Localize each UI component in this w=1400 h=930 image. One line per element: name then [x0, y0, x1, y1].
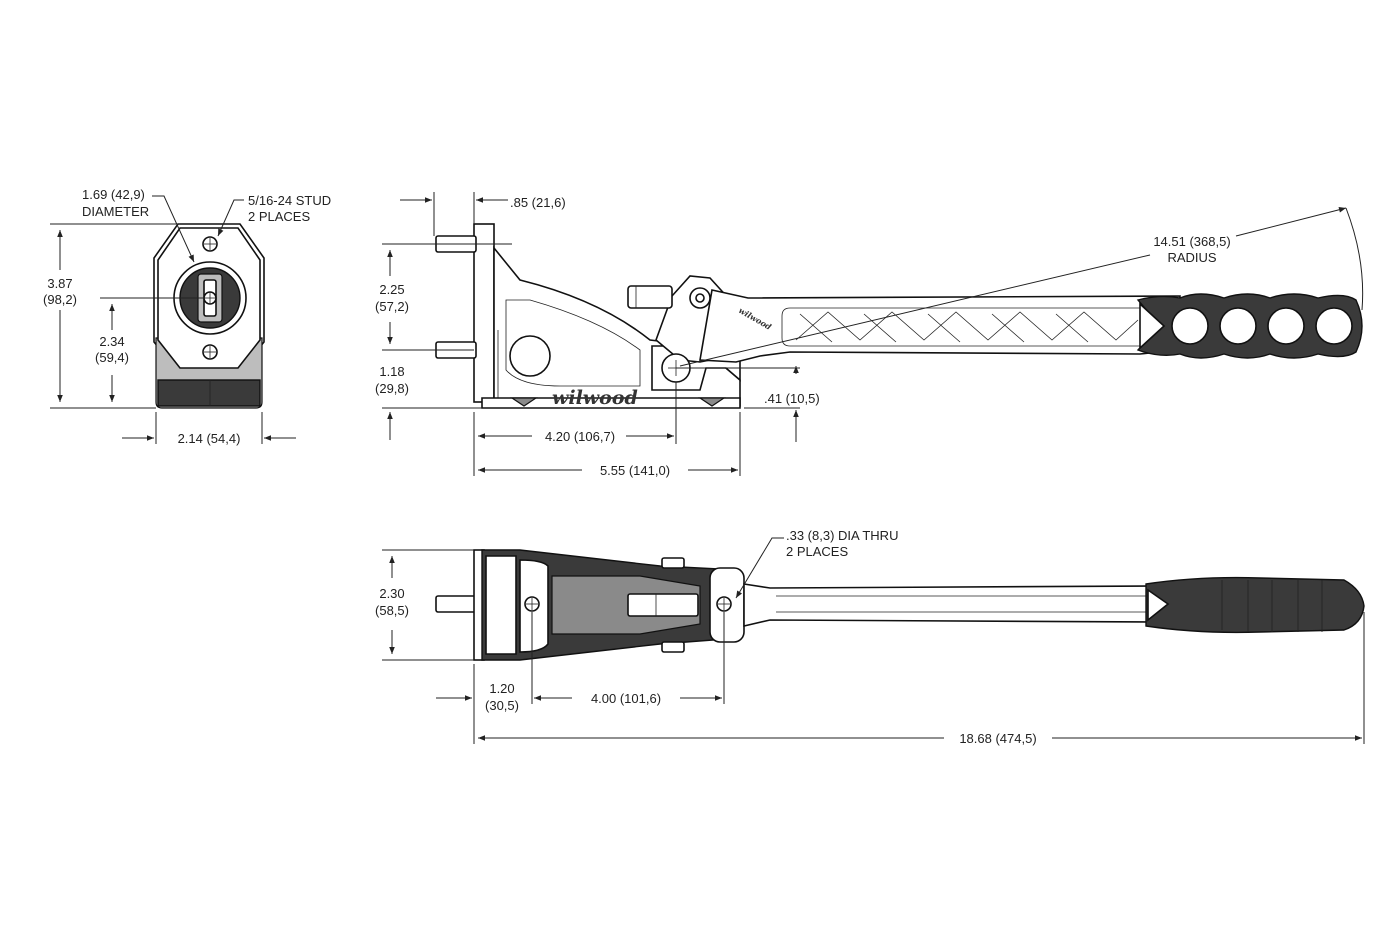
front-view: 1.69 (42,9) DIAMETER 5/16-24 STUD 2 PLAC…	[43, 187, 331, 446]
top-overall-length: 18.68 (474,5)	[959, 731, 1036, 746]
side-pivot-height: .41 (10,5)	[764, 391, 820, 406]
top-stud	[435, 595, 477, 613]
top-hole-places: 2 PLACES	[786, 544, 848, 559]
top-hole-front	[524, 596, 540, 612]
side-logo: wilwood	[552, 387, 638, 409]
top-hole-rear	[716, 596, 732, 612]
top-width-in: 2.30	[379, 586, 404, 601]
side-mounting-plate	[473, 223, 495, 403]
front-width: 2.14 (54,4)	[178, 431, 241, 446]
side-radius-value: 14.51 (368,5)	[1153, 234, 1230, 249]
front-stud-places: 2 PLACES	[248, 209, 310, 224]
front-base-dark	[157, 379, 261, 407]
front-stud-value: 5/16-24 STUD	[248, 193, 331, 208]
side-pivot-distance: 4.20 (106,7)	[545, 429, 615, 444]
side-view: wilwood wilwood	[375, 192, 1364, 478]
front-stud-height-in: 2.34	[99, 334, 124, 349]
top-lever-arm	[743, 583, 1151, 628]
side-stud-length: .85 (21,6)	[510, 195, 566, 210]
side-upper-stud-mm: (57,2)	[375, 299, 409, 314]
top-handle-grip	[1145, 576, 1365, 634]
front-diameter-value: 1.69 (42,9)	[82, 187, 145, 202]
front-diameter-label: DIAMETER	[82, 204, 149, 219]
top-stud-offset-in: 1.20	[489, 681, 514, 696]
front-height-in: 3.87	[47, 276, 72, 291]
side-release-button	[627, 285, 673, 309]
side-upper-stud-in: 2.25	[379, 282, 404, 297]
top-width-mm: (58,5)	[375, 603, 409, 618]
top-hole-value: .33 (8,3) DIA THRU	[786, 528, 898, 543]
top-release-button	[627, 593, 699, 617]
front-stud-bottom	[202, 344, 218, 360]
top-view: .33 (8,3) DIA THRU 2 PLACES 2.30 (58,5) …	[375, 528, 1365, 746]
front-height-mm: (98,2)	[43, 292, 77, 307]
side-lower-stud-mm: (29,8)	[375, 381, 409, 396]
front-stud-height-mm: (59,4)	[95, 350, 129, 365]
top-hole-spacing: 4.00 (101,6)	[591, 691, 661, 706]
side-base-length: 5.55 (141,0)	[600, 463, 670, 478]
front-stud-top	[202, 236, 218, 252]
side-radius-label: RADIUS	[1167, 250, 1216, 265]
top-stud-offset-mm: (30,5)	[485, 698, 519, 713]
side-lower-stud-in: 1.18	[379, 364, 404, 379]
side-bracket-hole	[509, 335, 551, 377]
